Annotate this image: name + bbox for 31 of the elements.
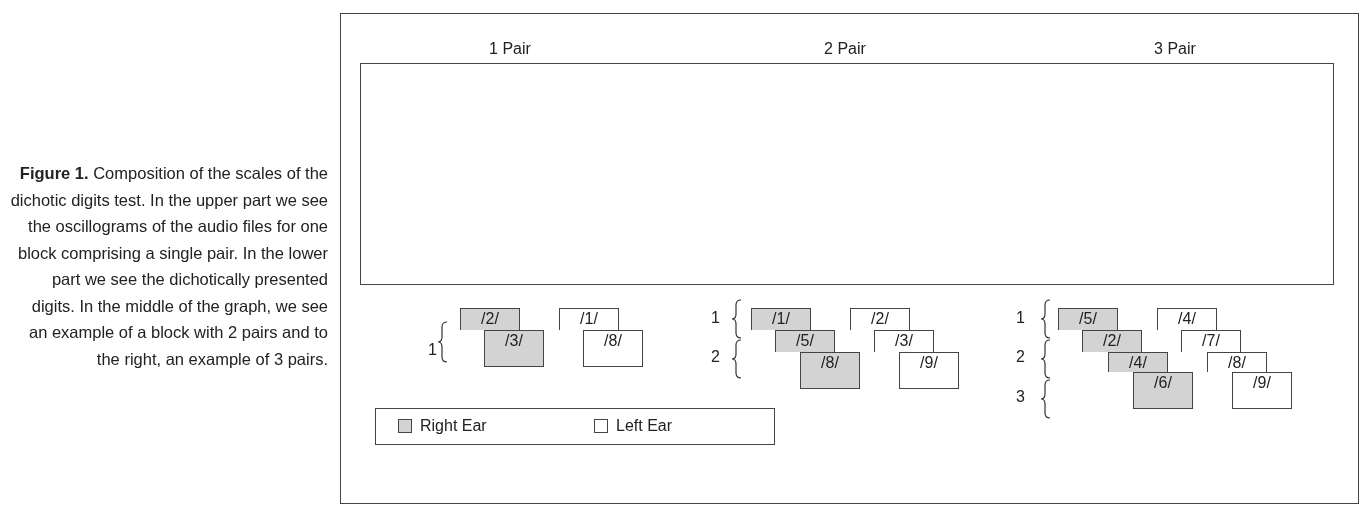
oscillogram-panel (360, 63, 1334, 285)
digit-card: /9/ (899, 352, 959, 389)
digit-card: /4/ (1108, 352, 1168, 372)
pair-number: 2 (1016, 348, 1025, 366)
digit-card: /1/ (751, 308, 811, 330)
digit-card: /8/ (583, 330, 643, 367)
column-heading: 2 Pair (824, 40, 866, 58)
digit-card: /3/ (484, 330, 544, 367)
pair-number: 2 (711, 348, 720, 366)
pair-number: 1 (1016, 309, 1025, 327)
pair-number: 1 (428, 341, 437, 359)
digit-card: /2/ (850, 308, 910, 330)
digit-card: /2/ (1082, 330, 1142, 352)
digit-card: /8/ (1207, 352, 1267, 372)
digit-card: /3/ (874, 330, 934, 352)
digit-card: /4/ (1157, 308, 1217, 330)
digit-card: /9/ (1232, 372, 1292, 409)
digit-card: /7/ (1181, 330, 1241, 352)
column-heading: 3 Pair (1154, 40, 1196, 58)
digit-card: /1/ (559, 308, 619, 330)
column-heading: 1 Pair (489, 40, 531, 58)
digit-card: /2/ (460, 308, 520, 330)
digit-card: /5/ (775, 330, 835, 352)
pair-number: 3 (1016, 388, 1025, 406)
digit-card: /6/ (1133, 372, 1193, 409)
legend-label: Right Ear (420, 417, 487, 435)
figure-caption: Figure 1. Composition of the scales of the dichotic digits test. In the upper part we see the oscillograms of the audio files for one block comprising a single pair. In the lower part we see the dichotically presented digits. In the middle of the graph, we see an example of a block with 2 pairs and to the right, an example of 3 pairs. (10, 163, 328, 370)
digit-card: /5/ (1058, 308, 1118, 330)
pair-number: 1 (711, 309, 720, 327)
legend-label: Left Ear (616, 417, 673, 435)
digit-card: /8/ (800, 352, 860, 389)
